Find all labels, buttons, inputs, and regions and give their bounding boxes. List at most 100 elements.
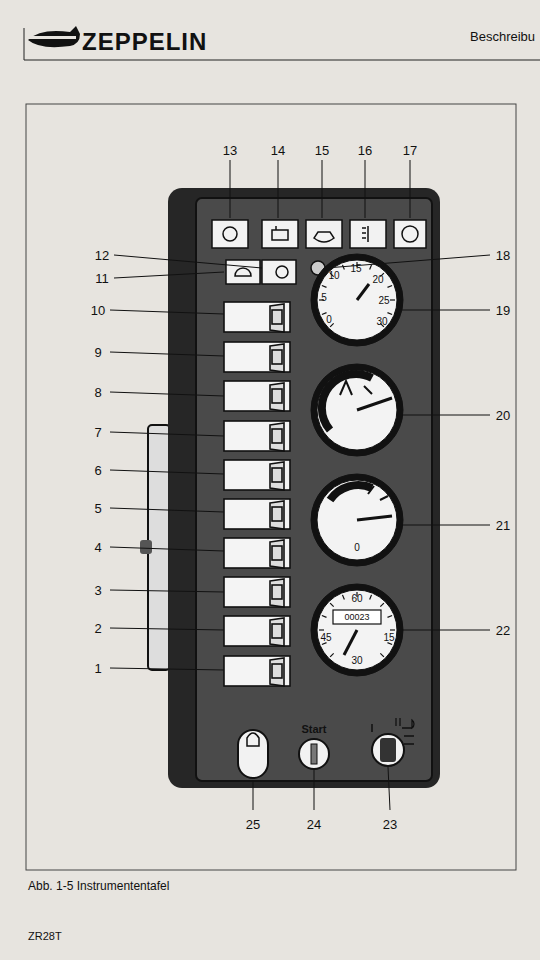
callout-number: 23: [383, 818, 397, 831]
leader-line: [110, 392, 224, 396]
gauge-tick: [380, 603, 384, 607]
gauge-scale: 00023: [344, 613, 369, 622]
rocker-switch: [270, 383, 284, 411]
switch-symbol: [272, 350, 282, 364]
switch-symbol: [272, 429, 282, 443]
gauge-scale: 15: [350, 264, 361, 274]
gauge-scale: 10: [328, 271, 339, 281]
rocker-switch: [270, 658, 284, 686]
gauge-tick: [322, 313, 327, 315]
switch-symbol: [272, 624, 282, 638]
rocker-switch: [270, 540, 284, 568]
rocker-switch: [224, 381, 290, 411]
leader-line: [365, 160, 366, 218]
callout-number: Beschreibu: [470, 30, 535, 43]
callout-number: 21: [496, 519, 510, 532]
leader-line: [110, 668, 224, 670]
callout-number: 3: [94, 584, 101, 597]
callout-number: 16: [358, 144, 372, 157]
gauge-scale: 20: [372, 275, 383, 285]
gauge-tick: [322, 285, 327, 287]
callout-number: 25: [246, 818, 260, 831]
rocker-switch: [224, 342, 290, 372]
gauge-tick: [387, 313, 392, 315]
switch-symbol: [272, 546, 282, 560]
gauge-scale: 0: [326, 315, 332, 325]
callout-number: 20: [496, 409, 510, 422]
leader-line: [322, 160, 323, 218]
callout-number: 5: [94, 502, 101, 515]
switch-symbol: [272, 310, 282, 324]
gauge-tick: [342, 265, 344, 270]
logo-text: ZEPPELIN: [82, 30, 207, 54]
rocker-switch: [224, 616, 290, 646]
callout-number: 22: [496, 624, 510, 637]
rocker-switch: [270, 501, 284, 529]
rocker-switch: [224, 499, 290, 529]
callout-number: 10: [91, 304, 105, 317]
figure-caption: Abb. 1-5 Instrumententafel: [28, 880, 169, 892]
gauge-tick: [370, 595, 372, 600]
gauge-tick: [387, 285, 392, 287]
callout-number: 19: [496, 304, 510, 317]
callout-number: 12: [95, 249, 109, 262]
callout-number: 18: [496, 249, 510, 262]
rocker-switch: [270, 579, 284, 607]
gauge-tick: [319, 629, 324, 630]
gauge-scale: 30: [376, 317, 387, 327]
gauge-tick: [342, 595, 344, 600]
leader-line: [230, 160, 231, 218]
callout-number: 24: [307, 818, 321, 831]
gauge-tick: [390, 299, 395, 300]
leader-line: [114, 272, 224, 278]
callout-number: 2: [94, 622, 101, 635]
gauge-tick: [370, 265, 372, 270]
callout-number: 1: [94, 662, 101, 675]
gauge-scale: 30: [351, 656, 362, 666]
rocker-switch: [270, 423, 284, 451]
leader-line: [410, 160, 411, 218]
leader-line: [110, 508, 224, 512]
leader-line: [110, 470, 224, 474]
callout-number: 14: [271, 144, 285, 157]
switch-symbol: [272, 664, 282, 678]
leader-line: [110, 547, 224, 551]
leader-line: [278, 160, 279, 218]
callout-number: 9: [94, 346, 101, 359]
gauge-scale: 5: [321, 293, 327, 303]
rocker-switch: [224, 577, 290, 607]
gauge-scale: 45: [320, 633, 331, 643]
gauge-scale: 0: [354, 543, 360, 553]
leader-line: [110, 590, 224, 592]
gauge-tick: [330, 603, 334, 607]
callout-number: 11: [95, 272, 109, 285]
gauge-scale: 60: [351, 594, 362, 604]
rocker-switch: [270, 462, 284, 490]
leader-line: [253, 780, 254, 810]
callout-number: 8: [94, 386, 101, 399]
gauge-tick: [330, 653, 334, 657]
callout-number: 13: [223, 144, 237, 157]
gauge-tick: [380, 653, 384, 657]
leader-line: [314, 770, 315, 810]
leader-line: [388, 767, 390, 810]
rocker-switch: [270, 344, 284, 372]
leader-line: [402, 415, 490, 416]
switch-symbol: [272, 507, 282, 521]
switch-symbol: [272, 468, 282, 482]
rocker-switch: [270, 618, 284, 646]
callout-number: 15: [315, 144, 329, 157]
rocker-switch: [224, 302, 290, 332]
callout-number: 17: [403, 144, 417, 157]
rocker-switch: [224, 421, 290, 451]
gauge-tick: [390, 629, 395, 630]
leader-line: [402, 525, 490, 526]
leader-line: [114, 255, 262, 268]
rocker-switch: [224, 538, 290, 568]
callout-number: 4: [94, 541, 101, 554]
rocker-switch: [224, 656, 290, 686]
label-text: ZR28T: [28, 931, 62, 942]
switch-symbol: [272, 585, 282, 599]
leader-line: [110, 432, 224, 436]
